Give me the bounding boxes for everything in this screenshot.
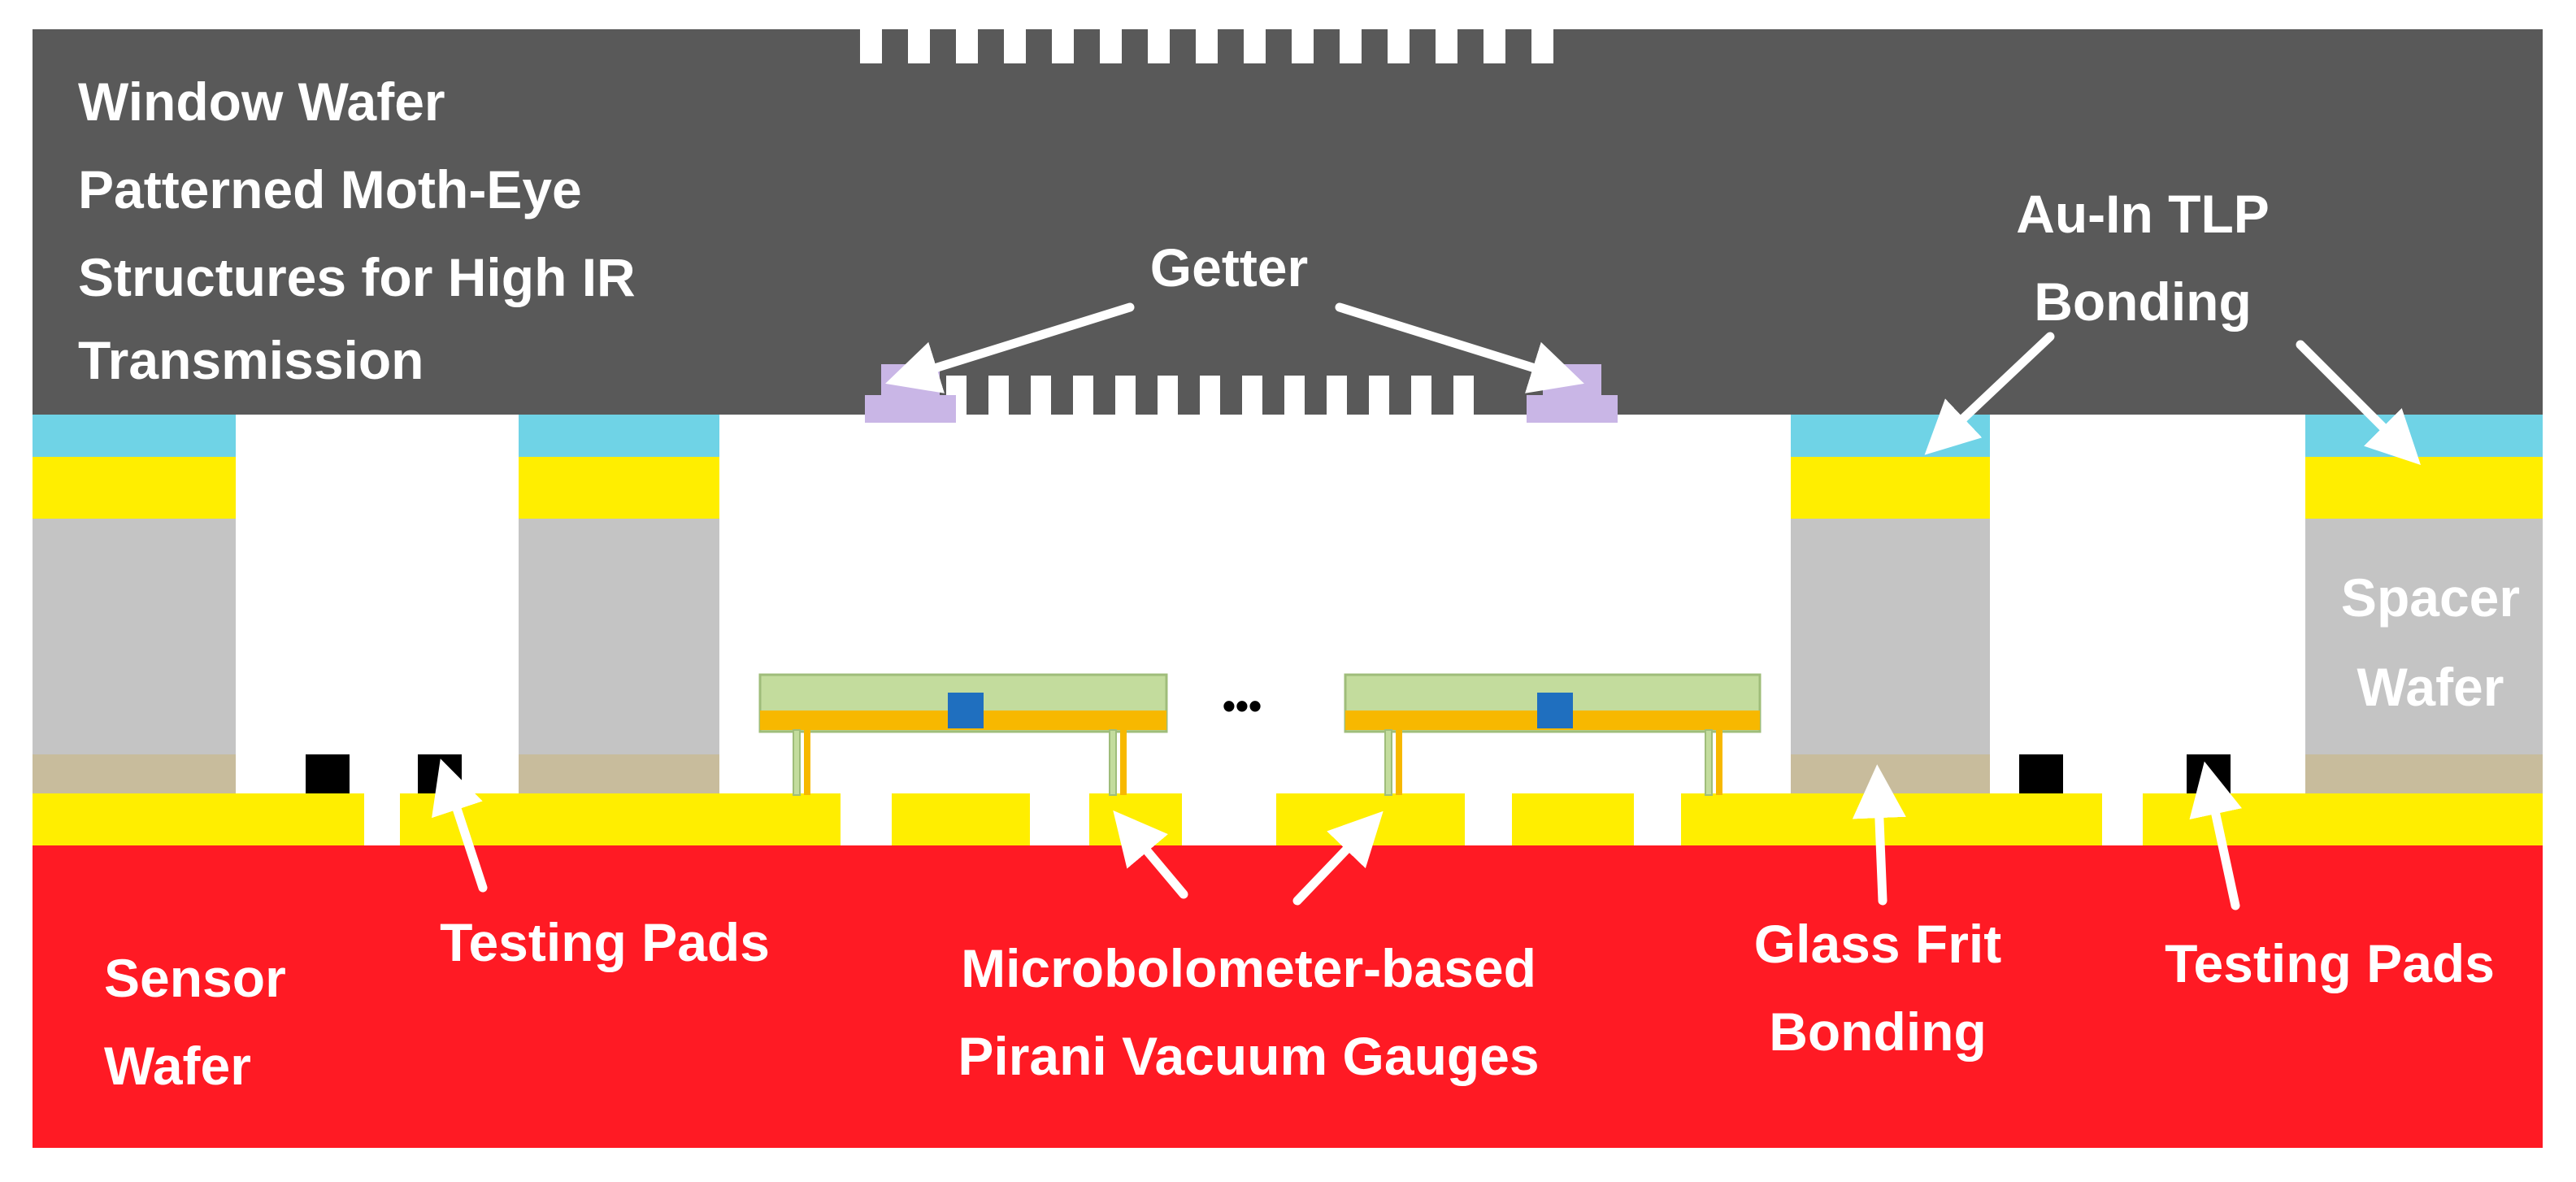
- sensor-wafer: [33, 845, 2543, 1148]
- spacer-wafer-label-line1: Spacer: [2341, 567, 2520, 628]
- window-wafer-label-line1: Window Wafer: [78, 72, 445, 132]
- spacer-wafer-label: Spacer Wafer: [2341, 567, 2520, 717]
- testing-pads-left-label: Testing Pads: [440, 912, 770, 972]
- au-in-tlp-label: Au-In TLP Bonding: [2016, 184, 2270, 332]
- sensor-wafer-label-line1: Sensor: [104, 948, 286, 1008]
- glass-frit-label: Glass Frit Bonding: [1754, 914, 2001, 1062]
- sensor-wafer-label: Sensor Wafer: [104, 948, 286, 1096]
- testing-pad: [306, 754, 350, 793]
- sensor-metallization: [33, 793, 2543, 845]
- window-wafer: [33, 29, 2543, 415]
- window-wafer-label-line4: Transmission: [78, 330, 424, 390]
- bond-stack-left-outer: [33, 415, 236, 793]
- arrow-microbolometer-left: [1113, 810, 1188, 899]
- testing-pad: [418, 754, 462, 793]
- arrow-getter-left: [885, 302, 1135, 393]
- window-wafer-label-line3: Structures for High IR: [78, 247, 636, 307]
- au-in-tlp-label-line2: Bonding: [2034, 272, 2252, 332]
- microbolometer-label-line2: Pirani Vacuum Gauges: [958, 1026, 1539, 1086]
- arrow-testing-pads-right: [2189, 761, 2242, 910]
- arrow-microbolometer-right: [1292, 810, 1384, 906]
- arrow-au-in-tlp-left: [1924, 332, 2055, 455]
- testing-pads-right-label: Testing Pads: [2165, 933, 2495, 993]
- ellipsis-label: •••: [1223, 684, 1262, 727]
- glass-frit-label-line1: Glass Frit: [1754, 914, 2001, 974]
- arrow-au-in-tlp-right: [2296, 340, 2422, 466]
- moth-eye-structures-bottom: [946, 376, 1474, 415]
- arrow-testing-pads-left: [432, 758, 488, 893]
- pirani-gauge-right: [1344, 673, 1761, 796]
- bond-stack-right-outer: [2305, 415, 2543, 793]
- microbolometer-label-line1: Microbolometer-based: [961, 938, 1536, 998]
- bond-stack-right-inner: [1791, 415, 1990, 793]
- pirani-gauge-left: [758, 673, 1168, 796]
- testing-pad: [2019, 754, 2063, 793]
- bond-stack-left-inner: [519, 415, 719, 793]
- arrow-glass-frit: [1852, 764, 1906, 906]
- sensor-wafer-label-line2: Wafer: [104, 1036, 251, 1096]
- au-in-tlp-label-line1: Au-In TLP: [2016, 184, 2270, 244]
- microbolometer-label: Microbolometer-based Pirani Vacuum Gauge…: [958, 938, 1539, 1086]
- annotation-arrows: [432, 302, 2422, 910]
- glass-frit-label-line2: Bonding: [1769, 1002, 1987, 1062]
- arrow-getter-right: [1335, 302, 1584, 393]
- moth-eye-structures-top: [860, 29, 1553, 63]
- spacer-wafer-label-line2: Wafer: [2357, 657, 2504, 717]
- window-wafer-label-line2: Patterned Moth-Eye: [78, 159, 582, 219]
- window-wafer-label: Window Wafer Patterned Moth-Eye Structur…: [78, 72, 636, 390]
- getter-label: Getter: [1150, 237, 1308, 298]
